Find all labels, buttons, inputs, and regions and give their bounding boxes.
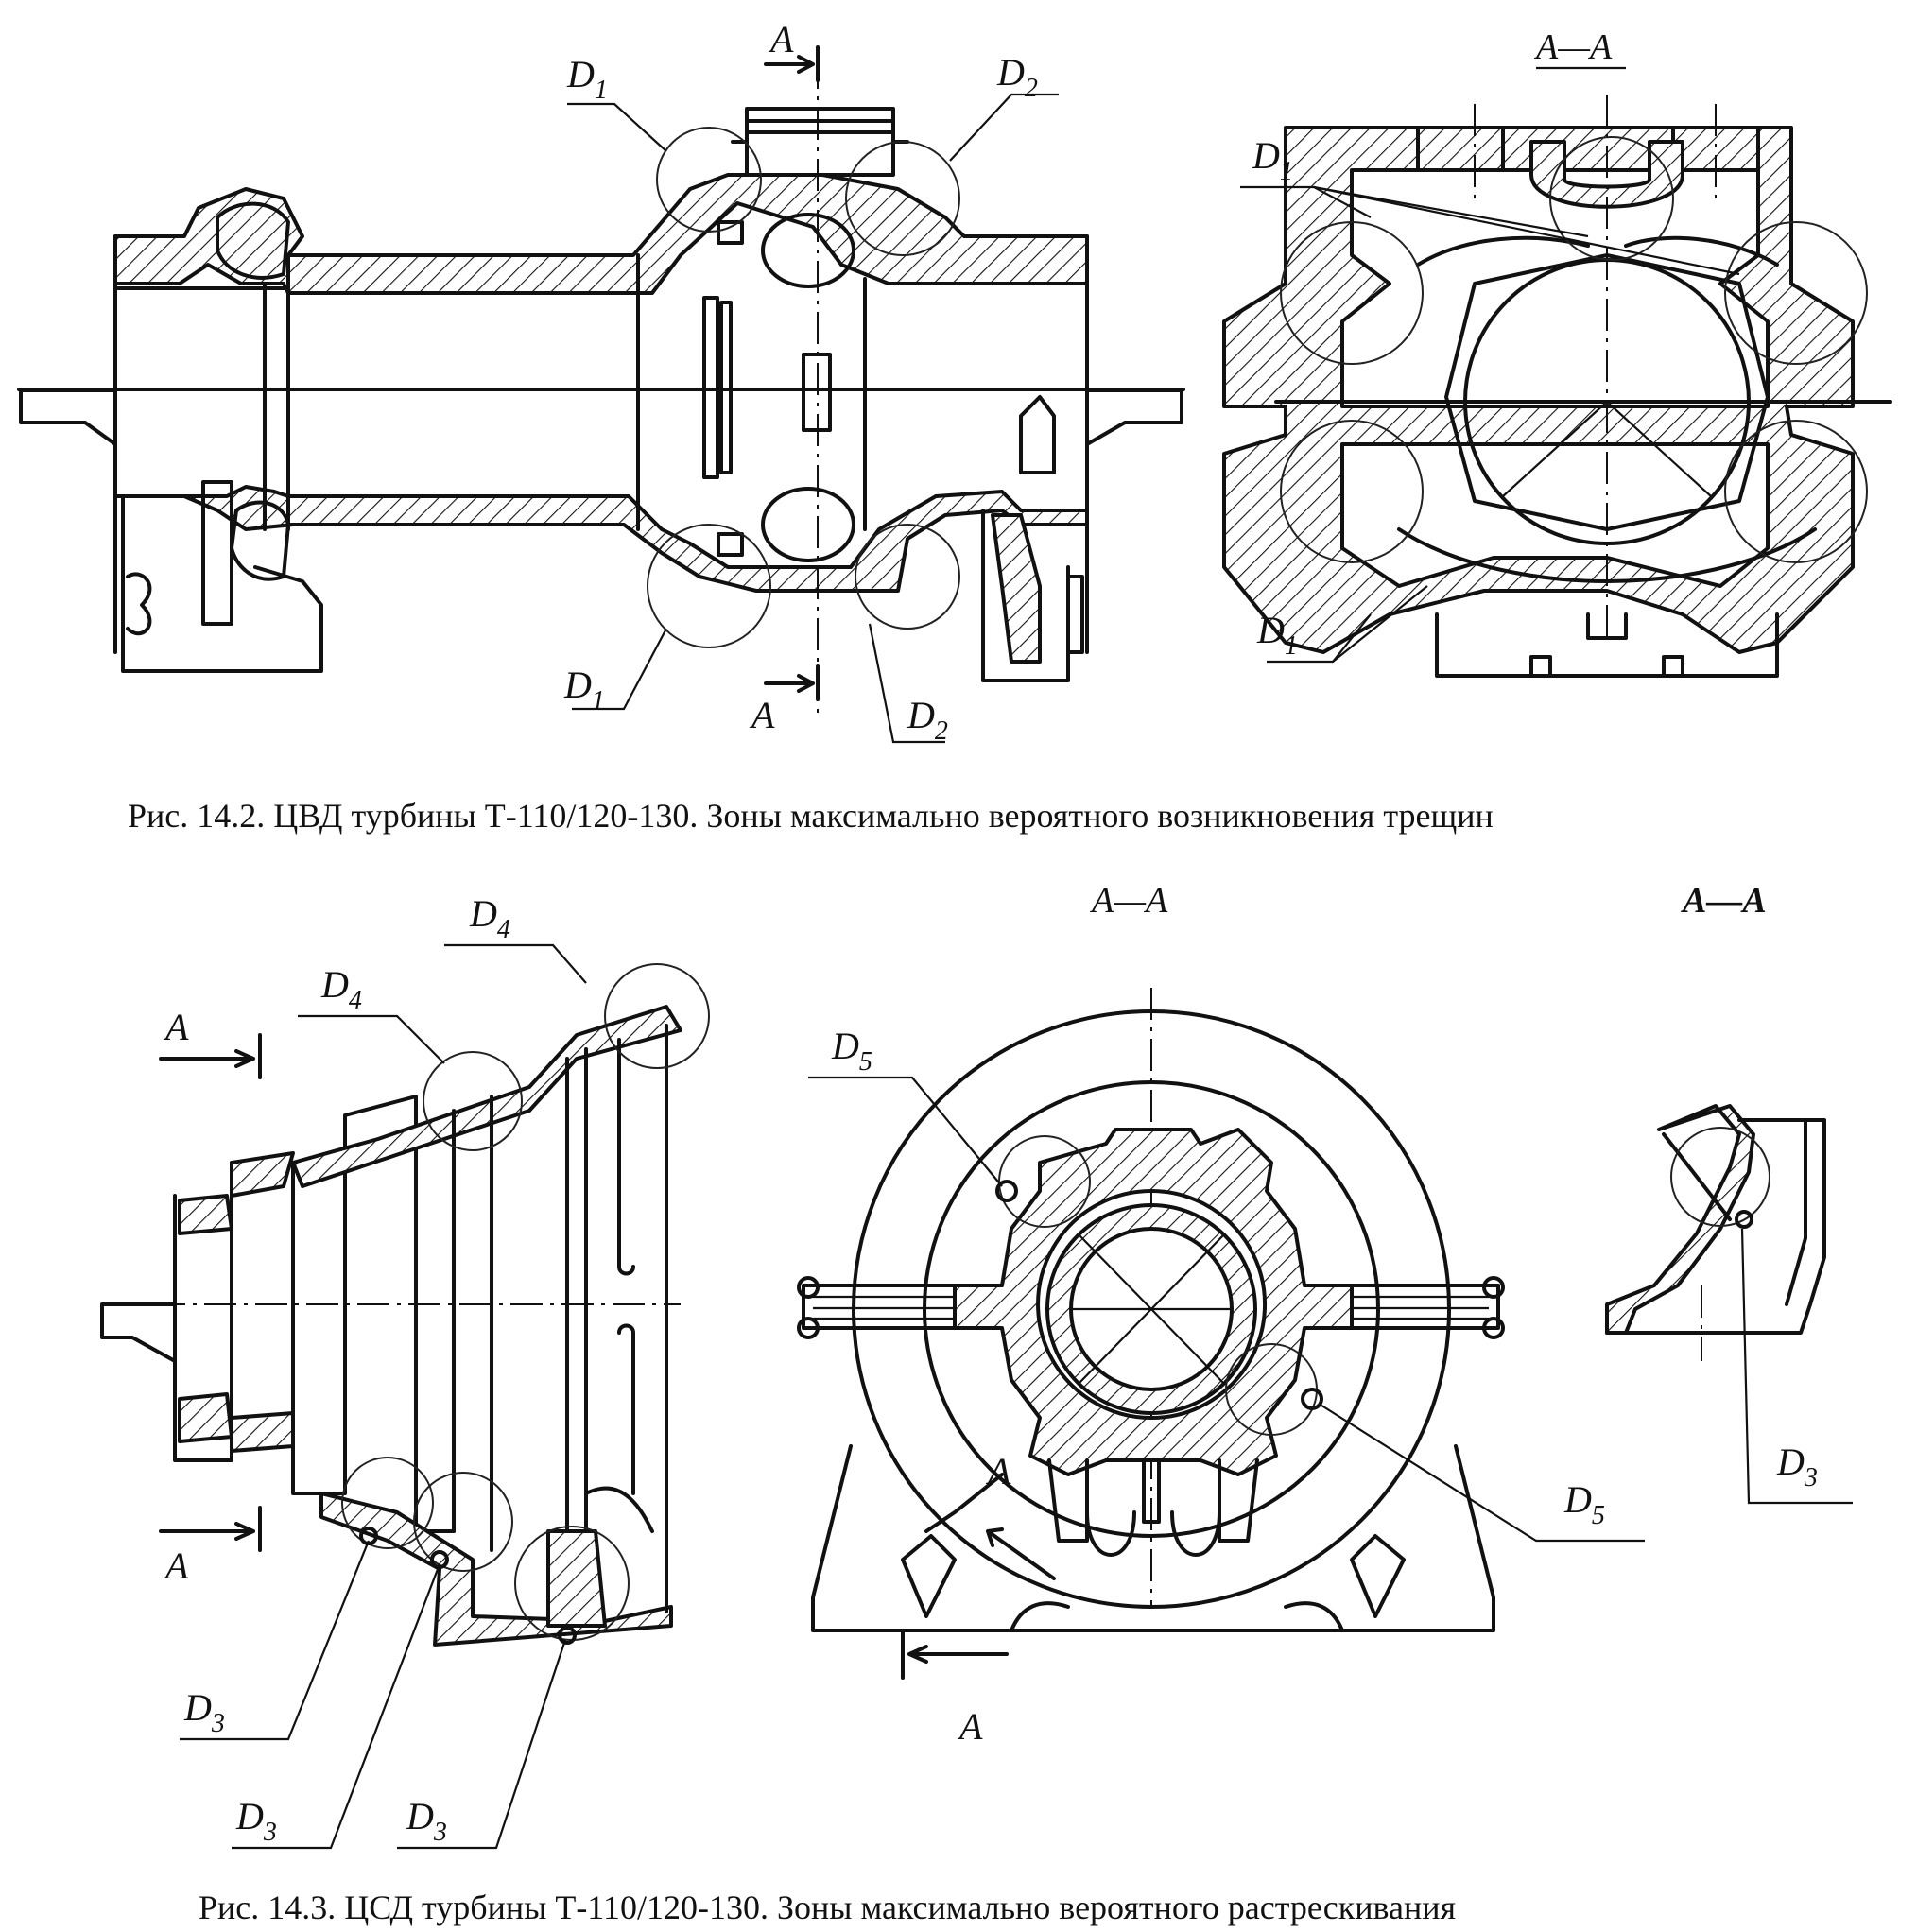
svg-text:D2: D2	[996, 51, 1038, 103]
svg-text:D4: D4	[469, 892, 510, 944]
zone-d1-top	[656, 127, 762, 233]
svg-text:D1: D1	[1256, 609, 1298, 661]
cross-section-shell	[1222, 126, 1855, 654]
section-mark-a-top: A	[768, 18, 794, 60]
svg-text:D5: D5	[1563, 1478, 1605, 1530]
svg-text:D3: D3	[1776, 1440, 1818, 1492]
svg-text:D5: D5	[831, 1025, 872, 1077]
svg-text:D1: D1	[563, 664, 605, 716]
label-d1-top: D1	[566, 53, 608, 105]
ip-cylinder-longitudinal-section: A A D4 D4 D3 D3 D3	[100, 892, 710, 1850]
label-d5-bottom: D5	[1563, 1478, 1605, 1530]
section-mark-a-front-upper: A	[985, 1450, 1011, 1492]
section-title-aa-fig2-right: A—A	[1681, 881, 1767, 921]
label-d3-left: D3	[183, 1686, 225, 1738]
label-d1-bottom: D1	[563, 664, 605, 716]
label-d2-top: D2	[996, 51, 1038, 103]
section-title-aa-fig1: A—A	[1533, 27, 1613, 67]
svg-text:D3: D3	[406, 1795, 447, 1847]
label-d4-top: D4	[469, 892, 510, 944]
ip-upper-shell	[291, 1005, 682, 1188]
section-mark-a-front-lower: A	[957, 1705, 983, 1748]
svg-text:D3: D3	[183, 1686, 225, 1738]
inner-casing	[953, 1128, 1354, 1476]
label-d1-cross-top: D1	[1252, 134, 1293, 186]
section-title-aa-fig2-middle: A—A	[1089, 881, 1168, 921]
svg-text:D1: D1	[566, 53, 608, 105]
zone-d1-bottom	[647, 524, 771, 648]
section-mark-a-ip-bottom: A	[163, 1544, 189, 1587]
caption-fig-14-3: Рис. 14.3. ЦСД турбины Т-110/120-130. Зо…	[199, 1889, 1456, 1926]
label-d3-middle: D3	[235, 1795, 277, 1847]
hp-cylinder-longitudinal-section: A A D1 D2 D1 D2	[17, 18, 1185, 746]
label-d2-bottom: D2	[907, 694, 948, 746]
svg-text:D2: D2	[907, 694, 948, 746]
svg-text:D1: D1	[1252, 134, 1293, 186]
ip-cylinder-front-view-aa: A—A A	[797, 881, 1645, 1748]
svg-text:D4: D4	[320, 963, 362, 1015]
zone-d2-top	[845, 141, 960, 256]
label-d3-detail: D3	[1776, 1440, 1818, 1492]
section-mark-a-bottom: A	[749, 694, 775, 736]
label-d1-cross-bottom: D1	[1256, 609, 1298, 661]
label-d5-top: D5	[831, 1025, 872, 1077]
crack-zones	[647, 127, 960, 648]
ip-lower-shell	[320, 1492, 673, 1647]
caption-fig-14-2: Рис. 14.2. ЦВД турбины Т-110/120-130. Зо…	[128, 797, 1494, 835]
section-mark-a-ip-top: A	[163, 1006, 189, 1048]
upper-casing-wall	[113, 173, 1089, 295]
label-d3-right: D3	[406, 1795, 447, 1847]
hp-cylinder-cross-section-aa: A—A	[1222, 27, 1892, 678]
ip-cylinder-detail-aa: A—A D3	[1605, 881, 1853, 1505]
zone-d2-bottom	[855, 524, 960, 630]
label-d4-mid: D4	[320, 963, 362, 1015]
blade-rows	[702, 220, 832, 557]
svg-text:D3: D3	[235, 1795, 277, 1847]
